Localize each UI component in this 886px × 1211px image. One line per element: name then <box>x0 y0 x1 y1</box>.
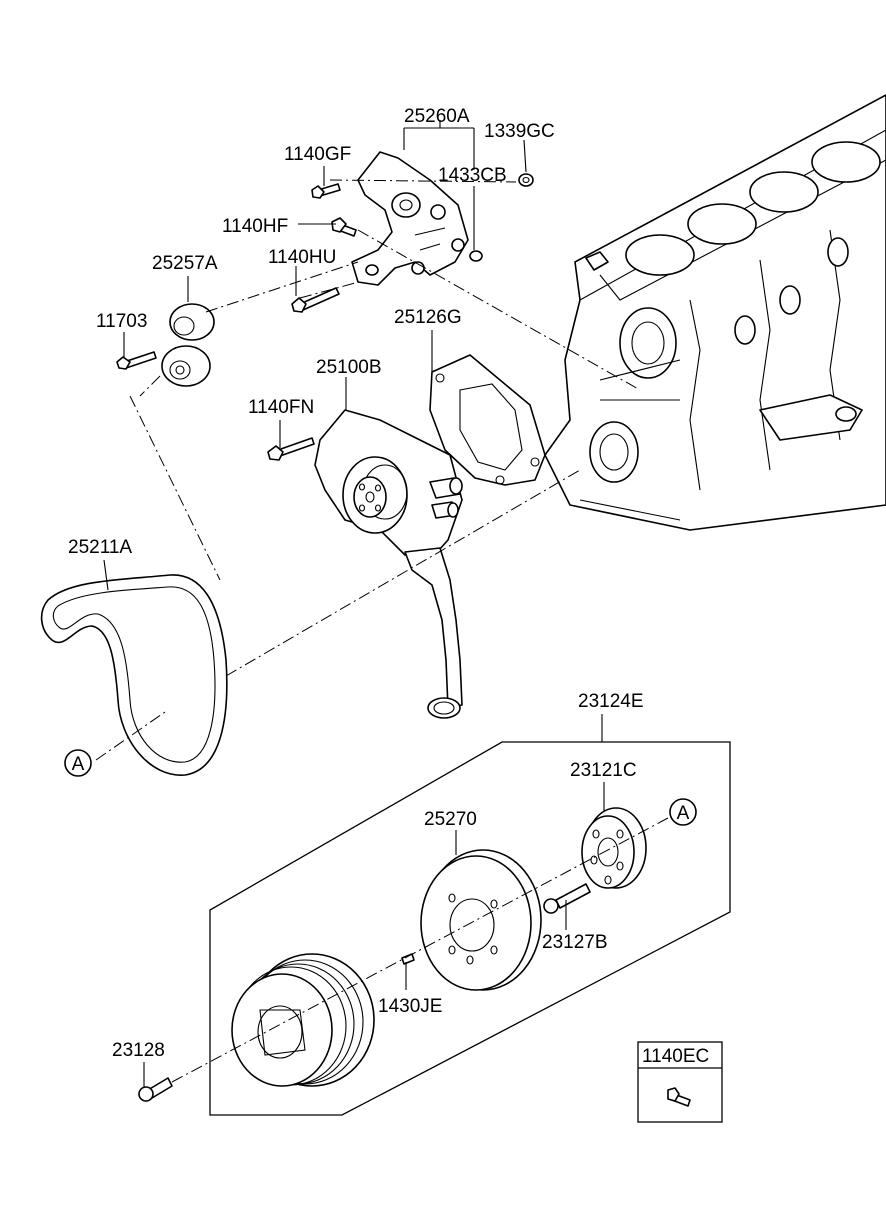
callout-a-right: A <box>669 798 697 826</box>
pulley-25270 <box>420 849 542 991</box>
engine-block <box>544 94 886 531</box>
bushing-1433CB <box>469 250 483 262</box>
label-1140EC: 1140EC <box>642 1046 709 1067</box>
label-25270: 25270 <box>424 809 477 830</box>
bolt-1140HU <box>291 287 340 313</box>
label-25257A: 25257A <box>152 253 218 274</box>
bolt-23127B <box>543 883 591 914</box>
leader-lines <box>103 120 605 1088</box>
label-25100B: 25100B <box>316 357 382 378</box>
label-25260A: 25260A <box>404 106 470 127</box>
label-1140HU: 1140HU <box>268 247 336 268</box>
part-labels: 25260A 1339GC 1140GF 1433CB 1140HF 1140H… <box>68 106 709 1067</box>
water-pump <box>314 409 463 719</box>
assembly-centerlines <box>95 179 669 1083</box>
bolt-23128 <box>138 1077 173 1102</box>
label-23124E: 23124E <box>578 691 644 712</box>
label-1433CB: 1433CB <box>438 165 507 186</box>
bolt-1140HF <box>331 217 357 237</box>
pin-1430JE <box>401 953 415 965</box>
callout-a-left: A <box>64 749 92 777</box>
label-23128: 23128 <box>112 1040 165 1061</box>
idler-pulleys <box>161 303 215 387</box>
bolt-11703 <box>116 351 157 370</box>
alternator-bracket <box>351 151 469 286</box>
label-23121C: 23121C <box>570 760 637 781</box>
crankshaft-pulley <box>231 953 375 1087</box>
part-box-1140EC <box>637 1041 723 1123</box>
label-1140HF: 1140HF <box>222 216 288 237</box>
label-23127B: 23127B <box>542 932 608 953</box>
damper-plate <box>581 807 647 889</box>
label-11703: 11703 <box>96 311 147 332</box>
svg-text:A: A <box>677 803 690 824</box>
drive-belt <box>40 574 228 776</box>
svg-text:A: A <box>72 754 85 775</box>
water-pump-gasket <box>429 354 546 486</box>
label-1140FN: 1140FN <box>248 397 314 418</box>
bolt-1140FN <box>267 437 315 461</box>
label-25211A: 25211A <box>68 537 132 558</box>
nut-1339GC <box>518 173 534 187</box>
label-1430JE: 1430JE <box>378 996 442 1017</box>
label-25126G: 25126G <box>394 307 462 328</box>
group-frame-23124E <box>209 741 731 1116</box>
label-1140GF: 1140GF <box>284 144 351 165</box>
label-1339GC: 1339GC <box>484 121 555 142</box>
bolt-1140GF <box>311 183 341 199</box>
